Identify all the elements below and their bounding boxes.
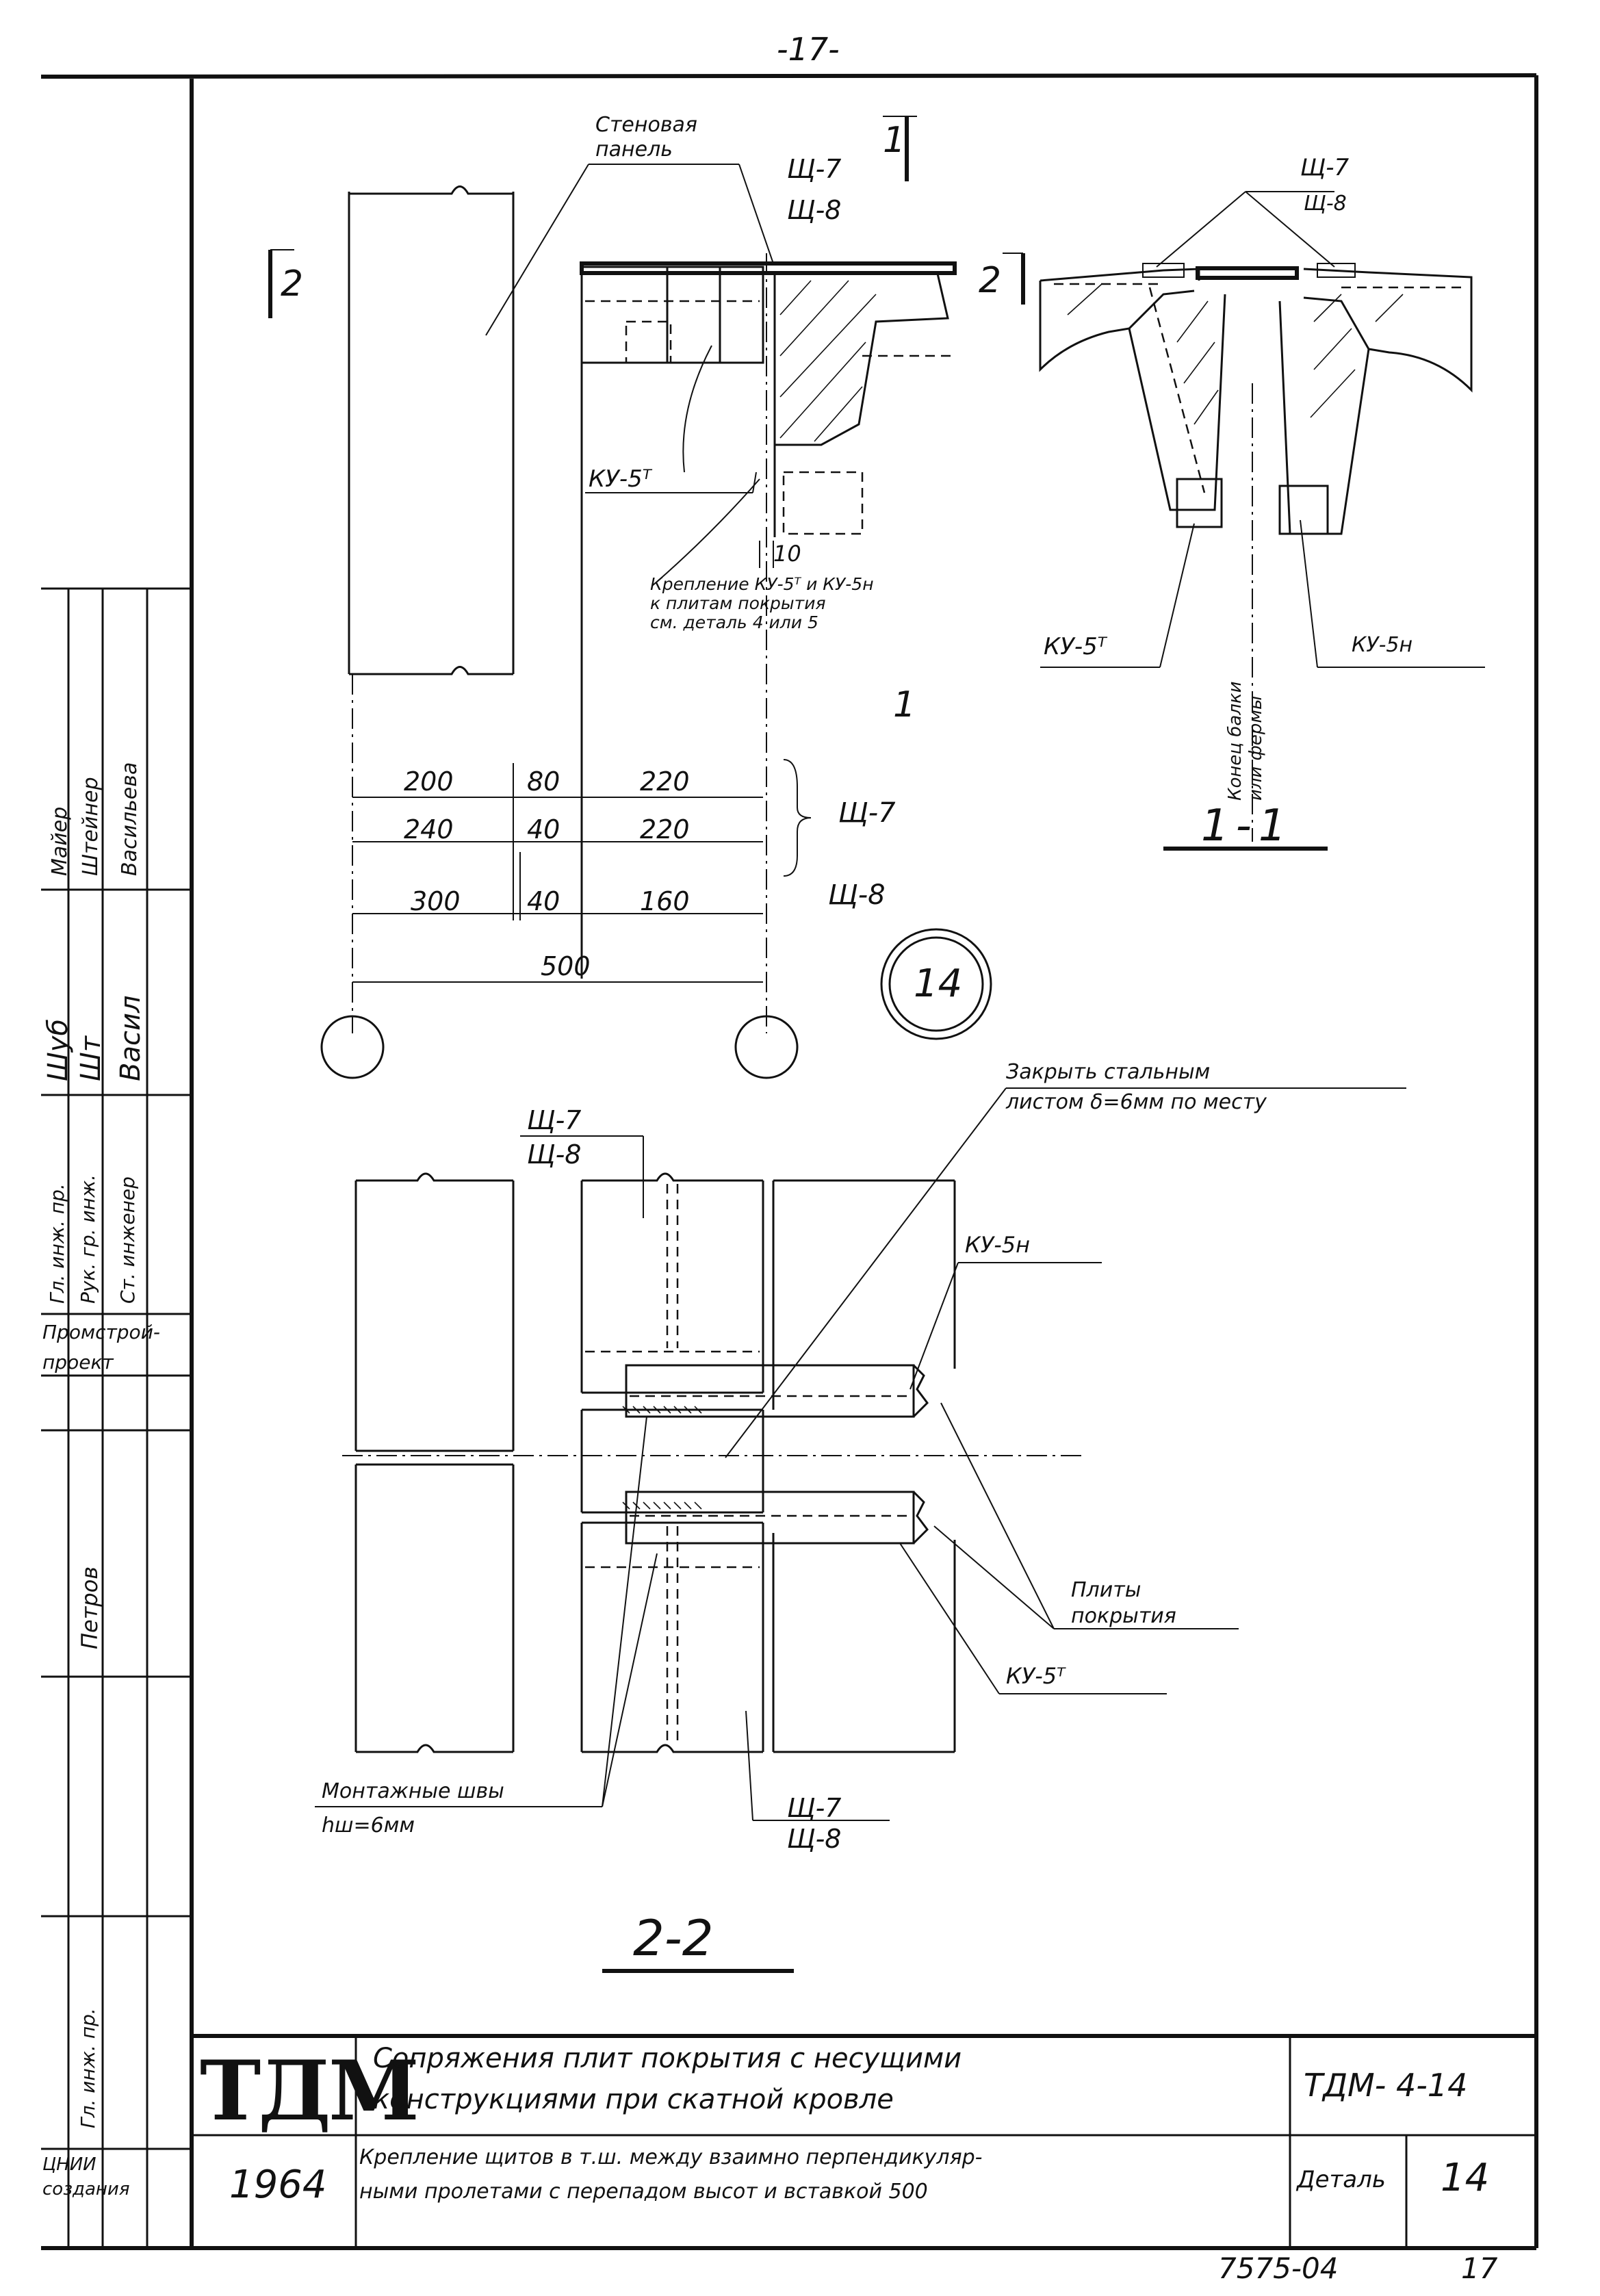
s22-weld-size-label: hш=6мм <box>322 1814 415 1837</box>
s22-shch7-top: Щ-7 <box>527 1105 582 1135</box>
stamp-sig-1: Шуб <box>42 1018 74 1081</box>
s22-ku5n-label: КУ-5н <box>965 1232 1031 1258</box>
dim-r2-c1: 240 <box>404 814 454 844</box>
s11-shch7-label: Щ-7 <box>1300 154 1350 181</box>
detail-label: Деталь <box>1297 2166 1386 2193</box>
title-logo: ТДМ <box>200 2043 420 2139</box>
dim-r3-label: Щ-8 <box>828 879 886 911</box>
sheet-frame <box>40 73 1538 2250</box>
stamp-role-3: Ст. инженер <box>116 1176 139 1304</box>
section-2-2-title: 2-2 <box>633 1909 714 1967</box>
stamp-role-2: Рук. гр. инж. <box>77 1174 99 1304</box>
s11-beam-end-label: Конец балки или фермы <box>1225 681 1266 801</box>
stamp-sig-2: Шт <box>75 1035 107 1081</box>
detail-marker-circle <box>880 928 992 1040</box>
dim-r3-c3: 160 <box>640 886 690 916</box>
plan-view <box>268 116 957 1079</box>
s22-roof-slabs-label: Плиты покрытия <box>1071 1578 1176 1628</box>
section-1-1-title: 1-1 <box>1201 801 1293 851</box>
title-code: ТДМ- 4-14 <box>1304 2067 1468 2104</box>
s22-ku5t-label: КУ-5ᵀ <box>1006 1663 1066 1689</box>
shch8-top-label: Щ-8 <box>787 195 842 225</box>
dim-total: 500 <box>541 951 591 981</box>
dim-r1-label: Щ-7 <box>838 797 896 829</box>
s22-shch8-top: Щ-8 <box>527 1139 582 1170</box>
page-number: -17- <box>777 31 840 68</box>
dim-r1-c3: 220 <box>640 766 690 797</box>
desc-line-2: ными пролетами с перепадом высот и встав… <box>359 2180 928 2204</box>
section-mark-1-top: 1 <box>883 120 906 161</box>
title-line-2: конструкциями при скатной кровле <box>373 2084 894 2115</box>
stamp-lower-role: Гл. инж. пр. <box>77 2008 99 2128</box>
dim-r3-c1: 300 <box>411 886 461 916</box>
side-stamp-grid <box>41 587 192 2248</box>
stamp-role-1: Гл. инж. пр. <box>46 1183 68 1304</box>
dim-r3-c2: 40 <box>527 886 560 916</box>
s22-shch7-bottom: Щ-7 <box>787 1793 842 1823</box>
section-mark-1-small: 1 <box>893 684 916 725</box>
ku5t-main-label: КУ-5ᵀ <box>589 465 651 493</box>
section-mark-2-left: 2 <box>281 263 304 305</box>
detail-marker-label: 14 <box>914 962 963 1006</box>
section-1-1 <box>1003 191 1485 851</box>
title-line-1: Сопряжения плит покрытия с несущими <box>373 2043 962 2074</box>
stamp-org: Промстрой- проект <box>42 1321 160 1373</box>
sheet-number-bottom: 17 <box>1461 2252 1498 2285</box>
section-2-2 <box>315 1087 1406 1973</box>
s22-welds-label: Монтажные швы <box>322 1779 504 1803</box>
detail-number: 14 <box>1441 2156 1490 2200</box>
shch7-top-label: Щ-7 <box>787 154 842 184</box>
stamp-sig-3: Васил <box>115 995 146 1081</box>
stamp-name-1: Майер <box>48 806 72 876</box>
fastening-note: Крепление КУ-5ᵀ и КУ-5н к плитам покрыти… <box>650 574 874 632</box>
s22-shch8-bottom: Щ-8 <box>787 1824 842 1854</box>
s11-ku5n-label: КУ-5н <box>1352 633 1413 657</box>
stamp-name-2: Штейнер <box>79 777 103 876</box>
stamp-lower-name: Петров <box>77 1566 103 1649</box>
sheet-code-bottom: 7575-04 <box>1218 2252 1339 2285</box>
dim-r2-c2: 40 <box>527 814 560 844</box>
dim-r2-c3: 220 <box>640 814 690 844</box>
dim-10-label: 10 <box>773 541 801 567</box>
s11-ku5t-label: КУ-5ᵀ <box>1044 633 1107 660</box>
stamp-name-3: Васильева <box>118 762 142 876</box>
stamp-bottom-text: ЦНИИ создания <box>42 2154 130 2200</box>
s22-close-gap-note: Закрыть стальным листом δ=6мм по месту <box>1006 1060 1267 1114</box>
title-block-grid <box>192 2034 1536 2248</box>
wall-panel-label: Стеновая панель <box>595 113 697 162</box>
desc-line-1: Крепление щитов в т.ш. между взаимно пер… <box>359 2145 983 2169</box>
dim-r1-c1: 200 <box>404 766 454 797</box>
s11-shch8-label: Щ-8 <box>1304 192 1347 216</box>
dim-r1-c2: 80 <box>527 766 560 797</box>
title-year: 1964 <box>229 2163 327 2207</box>
section-mark-2-right: 2 <box>979 260 1002 301</box>
